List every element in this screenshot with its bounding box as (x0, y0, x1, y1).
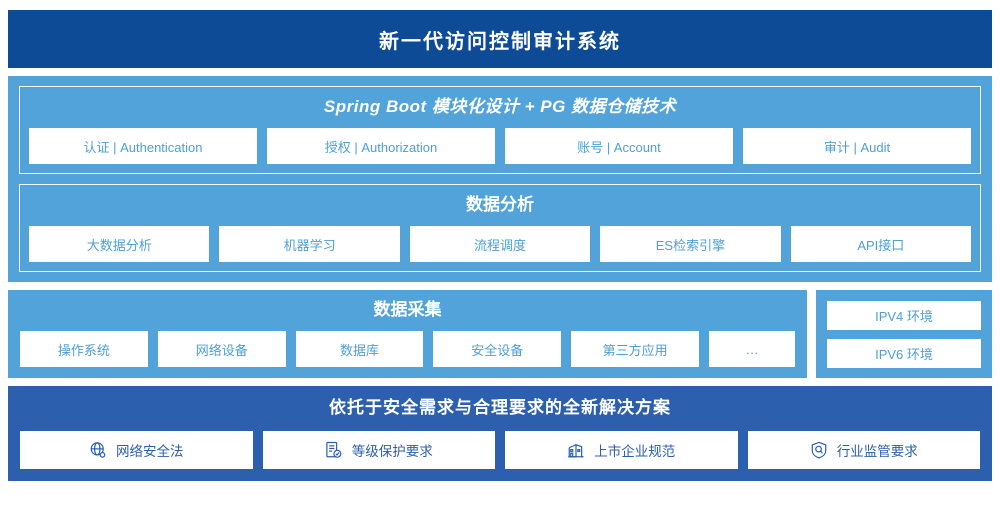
chip-listed-company-standard[interactable]: 上市企业规范 (505, 431, 738, 469)
chip-label: 安全设备 (471, 342, 524, 358)
chip-label: 审计 | Audit (823, 139, 891, 155)
chip-label: 认证 | Authentication (83, 139, 203, 155)
chip-label: 机器学习 (283, 237, 336, 253)
platform-section: Spring Boot 模块化设计 + PG 数据仓储技术 认证 | Authe… (8, 76, 992, 282)
chip-account[interactable]: 账号 | Account (505, 128, 733, 164)
environment-section: IPV4 环境 IPV6 环境 (816, 290, 992, 378)
chip-label: 数据库 (339, 342, 379, 358)
chip-more[interactable]: … (708, 331, 795, 367)
chip-row-springboot: 认证 | Authentication 授权 | Authorization 账… (29, 128, 971, 164)
chip-label: IPV4 环境 (875, 308, 933, 324)
chip-third-party-app[interactable]: 第三方应用 (571, 331, 699, 367)
chip-label: API接口 (857, 237, 905, 253)
page-title: 新一代访问控制审计系统 (379, 30, 621, 53)
chip-big-data-analysis[interactable]: 大数据分析 (29, 226, 210, 262)
chip-row-data-analysis: 大数据分析 机器学习 流程调度 ES检索引擎 API接口 (29, 226, 972, 262)
group-title-data-analysis: 数据分析 (466, 195, 534, 214)
chip-authentication[interactable]: 认证 | Authentication (29, 128, 257, 164)
collection-row: 数据采集 操作系统 网络设备 数据库 安全设备 第三方应用 … (8, 290, 992, 378)
chip-label: … (745, 341, 759, 357)
page-header: 新一代访问控制审计系统 (8, 10, 992, 68)
chip-row-collection: 操作系统 网络设备 数据库 安全设备 第三方应用 … (20, 331, 795, 367)
chip-label: 账号 | Account (577, 139, 661, 155)
bank-building-icon (567, 441, 585, 459)
compliance-section: 依托于安全需求与合理要求的全新解决方案 网络安全法 (8, 386, 992, 481)
chip-industry-regulation[interactable]: 行业监管要求 (747, 431, 980, 469)
chip-security-device[interactable]: 安全设备 (433, 331, 562, 367)
chip-operating-system[interactable]: 操作系统 (20, 331, 148, 367)
chip-label: IPV6 环境 (875, 346, 933, 362)
chip-label: 等级保护要求 (351, 444, 433, 459)
chip-label: 授权 | Authorization (324, 139, 438, 155)
chip-label: 大数据分析 (86, 237, 152, 253)
chip-cybersecurity-law[interactable]: 网络安全法 (20, 431, 253, 469)
group-title-springboot: Spring Boot 模块化设计 + PG 数据仓储技术 (323, 97, 677, 116)
document-check-icon (325, 441, 343, 459)
chip-es-search-engine[interactable]: ES检索引擎 (600, 226, 781, 262)
shield-search-icon (810, 441, 828, 459)
chip-classified-protection[interactable]: 等级保护要求 (262, 431, 495, 469)
chip-network-device[interactable]: 网络设备 (157, 331, 286, 367)
chip-label: 操作系统 (57, 342, 110, 358)
chip-api-interface[interactable]: API接口 (790, 226, 972, 262)
group-panel-data-analysis: 数据分析 大数据分析 机器学习 流程调度 ES检索引擎 API接口 (19, 184, 981, 272)
chip-ipv4-environment[interactable]: IPV4 环境 (827, 300, 981, 330)
group-panel-springboot: Spring Boot 模块化设计 + PG 数据仓储技术 认证 | Authe… (19, 86, 981, 174)
chip-process-scheduling[interactable]: 流程调度 (409, 226, 591, 262)
chip-label: 第三方应用 (602, 342, 668, 358)
chip-machine-learning[interactable]: 机器学习 (219, 226, 400, 262)
chip-row-compliance: 网络安全法 等级保护要求 (20, 431, 980, 469)
globe-icon (89, 441, 107, 459)
chip-authorization[interactable]: 授权 | Authorization (267, 128, 495, 164)
chip-label: 网络安全法 (116, 444, 184, 459)
chip-label: ES检索引擎 (655, 237, 726, 253)
collection-title: 数据采集 (373, 300, 442, 319)
chip-ipv6-environment[interactable]: IPV6 环境 (827, 338, 981, 368)
chip-label: 网络设备 (195, 342, 248, 358)
compliance-title: 依托于安全需求与合理要求的全新解决方案 (329, 398, 671, 417)
chip-label: 流程调度 (474, 237, 527, 253)
chip-label: 行业监管要求 (836, 444, 918, 459)
chip-database[interactable]: 数据库 (295, 331, 424, 367)
collection-section: 数据采集 操作系统 网络设备 数据库 安全设备 第三方应用 … (8, 290, 807, 378)
chip-audit[interactable]: 审计 | Audit (743, 128, 971, 164)
chip-label: 上市企业规范 (594, 444, 676, 459)
